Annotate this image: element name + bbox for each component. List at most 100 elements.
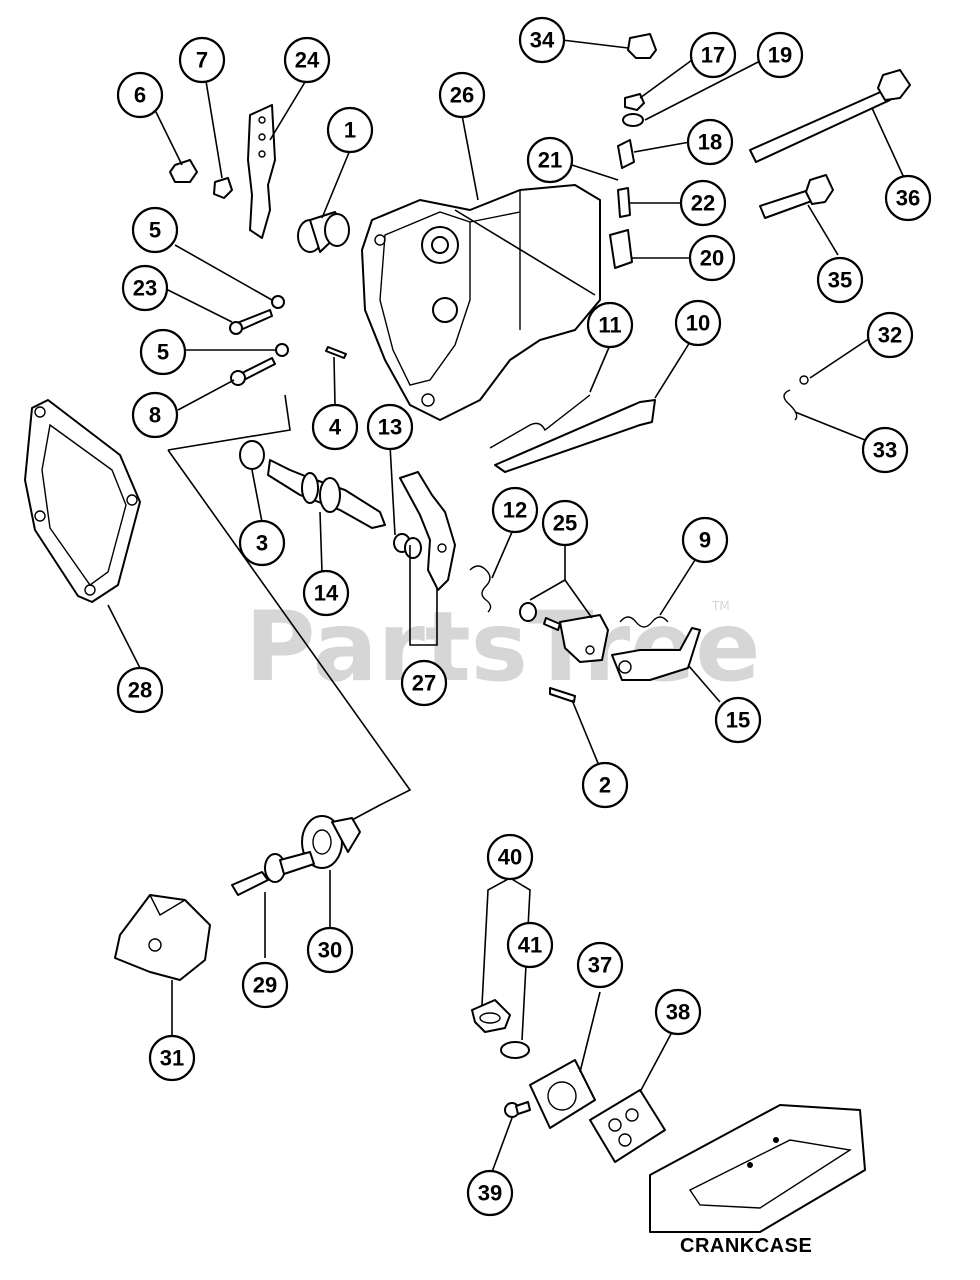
gasket-38-part: [589, 1089, 666, 1163]
crankcase-caption: CRANKCASE: [680, 1235, 812, 1257]
callout-10: 10: [674, 299, 722, 347]
callout-28: 28: [116, 666, 164, 714]
pin-22-part: [617, 187, 631, 218]
plate-37-part: [529, 1059, 596, 1129]
callout-22: 22: [679, 179, 727, 227]
svg-text:25: 25: [553, 511, 577, 536]
callout-38: 38: [654, 988, 702, 1036]
shaft-29-part: [231, 851, 315, 896]
callout-27: 27: [400, 659, 448, 707]
stud-20-part: [609, 229, 633, 269]
callout-25: 25: [541, 499, 589, 547]
svg-text:26: 26: [450, 83, 474, 108]
callout-34: 34: [518, 16, 566, 64]
svg-text:5: 5: [149, 218, 161, 243]
screw-8-part: [230, 357, 276, 386]
callout-12: 12: [491, 486, 539, 534]
svg-text:40: 40: [498, 845, 522, 870]
svg-text:19: 19: [768, 43, 792, 68]
svg-text:13: 13: [378, 415, 402, 440]
svg-text:12: 12: [503, 498, 527, 523]
arm-15-part: [611, 627, 701, 681]
oring-3-part: [239, 440, 265, 470]
callout-36: 36: [884, 174, 932, 222]
clip-32-part: [799, 375, 809, 385]
screw-39-part: [504, 1101, 531, 1118]
svg-text:10: 10: [686, 311, 710, 336]
callout-20: 20: [688, 234, 736, 282]
svg-text:21: 21: [538, 148, 562, 173]
screw-23-part: [229, 309, 273, 335]
block-31-part: [114, 894, 211, 981]
callout-35: 35: [816, 256, 864, 304]
svg-text:38: 38: [666, 1000, 690, 1025]
svg-text:17: 17: [701, 43, 725, 68]
svg-text:2: 2: [599, 773, 611, 798]
bolt-35-part: [759, 174, 834, 219]
screw-2-part: [549, 687, 576, 703]
callout-18: 18: [686, 118, 734, 166]
callout-32: 32: [866, 311, 914, 359]
callout-40: 40: [486, 833, 534, 881]
gasket-part: [24, 399, 141, 603]
svg-text:41: 41: [518, 933, 542, 958]
housing-part: [361, 184, 601, 421]
bolt-36-part: [749, 69, 911, 163]
svg-text:35: 35: [828, 268, 852, 293]
callout-9: 9: [681, 516, 729, 564]
callout-24: 24: [283, 36, 331, 84]
callout-31: 31: [148, 1034, 196, 1082]
svg-text:9: 9: [699, 528, 711, 553]
leader-lines: [107, 39, 906, 1173]
callout-39: 39: [466, 1169, 514, 1217]
bushing-1-part: [297, 211, 350, 253]
crankcase-part: [649, 1104, 866, 1233]
callout-15: 15: [714, 696, 762, 744]
arm-27-part: [399, 471, 456, 591]
svg-text:36: 36: [896, 186, 920, 211]
pin-4-part: [325, 346, 347, 359]
svg-text:3: 3: [256, 531, 268, 556]
svg-text:39: 39: [478, 1181, 502, 1206]
callout-11: 11: [586, 301, 634, 349]
callout-13: 13: [366, 403, 414, 451]
nut-6-part: [169, 159, 198, 183]
callout-2: 2: [581, 761, 629, 809]
nut-5a-part: [271, 295, 285, 309]
oring-41-part: [500, 1041, 530, 1059]
spring-18-part: [617, 139, 635, 169]
svg-text:7: 7: [196, 48, 208, 73]
svg-text:27: 27: [412, 671, 436, 696]
callout-19: 19: [756, 31, 804, 79]
svg-text:20: 20: [700, 246, 724, 271]
callout-30: 30: [306, 926, 354, 974]
plug-40-part: [471, 999, 511, 1033]
watermark-trademark: TM: [711, 599, 730, 613]
callout-29: 29: [241, 961, 289, 1009]
callout-7: 7: [178, 36, 226, 84]
callout-21: 21: [526, 136, 574, 184]
nut-17-part: [624, 93, 645, 111]
svg-text:23: 23: [133, 276, 157, 301]
callout-14: 14: [302, 569, 350, 617]
svg-text:22: 22: [691, 191, 715, 216]
lever-10-part: [494, 399, 656, 473]
svg-text:6: 6: [134, 83, 146, 108]
bracket-24-part: [247, 104, 276, 239]
svg-text:32: 32: [878, 323, 902, 348]
spring-9-part: [619, 616, 669, 628]
svg-text:34: 34: [530, 28, 555, 53]
washer-19-part: [622, 113, 644, 127]
clip-33-part: [783, 389, 798, 421]
nut-5b-part: [275, 343, 289, 357]
svg-text:33: 33: [873, 438, 897, 463]
callout-23: 23: [121, 264, 169, 312]
callout-33: 33: [861, 426, 909, 474]
callout-17: 17: [689, 31, 737, 79]
cap-34-part: [627, 33, 657, 59]
svg-text:18: 18: [698, 130, 722, 155]
svg-text:37: 37: [588, 953, 612, 978]
callout-8: 8: [131, 391, 179, 439]
spring-11-part: [489, 394, 591, 449]
